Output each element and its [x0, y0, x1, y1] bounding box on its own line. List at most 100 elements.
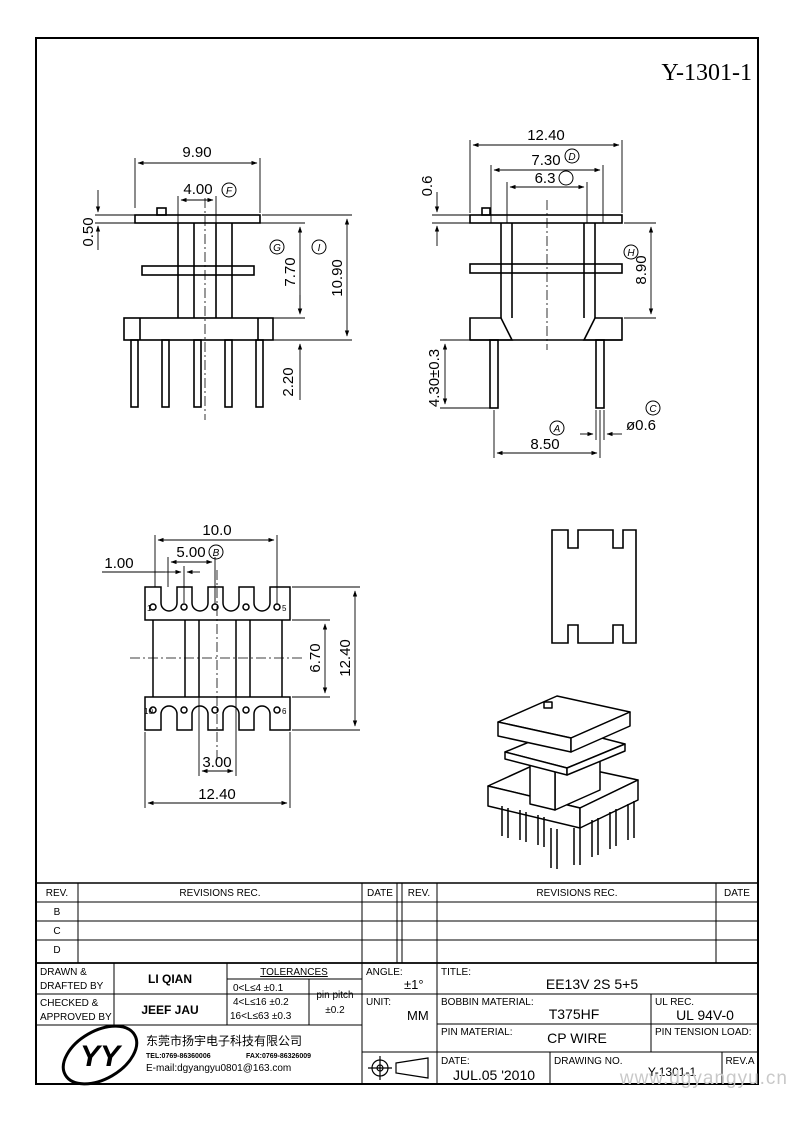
- dim-bottom-slot: 3.00: [202, 754, 231, 771]
- marker-c: C: [649, 404, 657, 415]
- marker-c-circle: [645, 400, 661, 416]
- company-email: E-mail:dgyangyu0801@163.com: [146, 1063, 291, 1074]
- marker-g-circle: [269, 239, 285, 255]
- front-view-dims: [432, 140, 656, 458]
- dim-side-height-inner: 7.70: [282, 257, 299, 286]
- rev-row-b: B: [54, 907, 61, 918]
- company-tel: TEL:0769-86360006: [146, 1053, 211, 1060]
- marker-e-circle: [558, 170, 574, 186]
- pin-tension-label: PIN TENSION LOAD:: [655, 1027, 752, 1038]
- pin-number-1: 1: [147, 604, 152, 613]
- side-view-dims: [95, 158, 352, 400]
- drawn-label-1: DRAWN &: [40, 967, 87, 978]
- dim-front-flange: 0.6: [419, 176, 436, 197]
- marker-f-circle: [221, 182, 237, 198]
- pin-number-5: 5: [282, 604, 287, 613]
- bobbin-label: BOBBIN MATERIAL:: [441, 997, 534, 1008]
- checked-label-2: APPROVED BY: [40, 1012, 112, 1023]
- drawing-no-value: Y-1301-1: [648, 1065, 697, 1079]
- bottom-view-centerlines: [130, 570, 305, 760]
- tolerance-1: 0<L≤4 ±0.1: [233, 983, 284, 994]
- dim-side-inner: 4.00: [183, 181, 212, 198]
- pin-material-label: PIN MATERIAL:: [441, 1027, 513, 1038]
- dim-side-width: 9.90: [182, 144, 211, 161]
- unit-value: MM: [407, 1008, 429, 1023]
- marker-a: A: [553, 424, 561, 435]
- tolerances-label: TOLERANCES: [260, 967, 328, 978]
- company-logo-letters: YY: [80, 1040, 123, 1073]
- marker-g: G: [273, 243, 281, 254]
- bobbin-value: T375HF: [549, 1006, 600, 1022]
- rev-row-d: D: [53, 945, 60, 956]
- front-view: [469, 207, 623, 409]
- date-header-right: DATE: [724, 888, 750, 899]
- unit-label: UNIT:: [366, 997, 391, 1008]
- marker-d-circle: [564, 148, 580, 164]
- marker-h-circle: [623, 244, 639, 260]
- pin-material-value: CP WIRE: [547, 1030, 607, 1046]
- ul-label: UL REC.: [655, 997, 694, 1008]
- marker-i: I: [318, 243, 321, 254]
- bottom-view: [144, 586, 291, 731]
- pin-number-10: 10: [144, 707, 153, 716]
- bottom-view-dims: [102, 535, 360, 808]
- ul-value: UL 94V-0: [676, 1007, 734, 1023]
- dim-front-width-mid: 7.30: [531, 152, 560, 169]
- drawn-label-2: DRAFTED BY: [40, 981, 104, 992]
- angle-label: ANGLE:: [366, 967, 403, 978]
- title-label: TITLE:: [441, 967, 471, 978]
- pin-pitch-label: pin pitch: [316, 990, 353, 1001]
- marker-h: H: [627, 248, 635, 259]
- dim-bottom-height: 12.40: [337, 639, 354, 677]
- revisions-table: [35, 882, 759, 964]
- marker-a-circle: [549, 420, 565, 436]
- tolerance-2: 4<L≤16 ±0.2: [233, 997, 289, 1008]
- angle-value: ±1°: [404, 977, 424, 992]
- marker-b: B: [213, 548, 220, 559]
- isometric-view: [487, 695, 639, 869]
- rev-row-c: C: [53, 926, 60, 937]
- date-value: JUL.05 '2010: [453, 1067, 535, 1083]
- pin-pitch-value: ±0.2: [325, 1005, 345, 1016]
- dim-front-width-core: 6.3: [535, 170, 556, 187]
- clip-view: [551, 529, 637, 644]
- marker-d: D: [568, 152, 575, 163]
- checked-label-1: CHECKED &: [40, 998, 99, 1009]
- pin-number-6: 6: [282, 707, 287, 716]
- drawing-no-label: DRAWING NO.: [554, 1056, 623, 1067]
- tolerance-3: 16<L≤63 ±0.3: [230, 1011, 292, 1022]
- marker-b-circle: [208, 544, 224, 560]
- dim-bottom-pin-pitch: 1.00: [104, 555, 133, 572]
- dim-front-height: 8.90: [633, 255, 650, 284]
- dim-pin-dia: ø0.6: [626, 417, 656, 434]
- rev-header-left: REV.: [46, 888, 68, 899]
- dim-side-flange: 0.50: [80, 217, 97, 246]
- company-fax: FAX:0769-86326009: [246, 1053, 311, 1060]
- dim-bottom-total: 10.0: [202, 522, 231, 539]
- dim-front-pin-span: 8.50: [530, 436, 559, 453]
- date-label: DATE:: [441, 1056, 470, 1067]
- projection-symbol-icon: [368, 1056, 429, 1080]
- rec-header-right: REVISIONS REC.: [536, 888, 617, 899]
- watermark: www.dgyangyu.cn: [619, 1068, 788, 1089]
- dim-front-pin-len: 4.30±0.3: [426, 349, 443, 407]
- dim-side-pin-standoff: 2.20: [280, 367, 297, 396]
- dim-bottom-pitch2: 5.00: [176, 544, 205, 561]
- rev-label: REV.A: [725, 1056, 754, 1067]
- title-block: [35, 962, 759, 1085]
- marker-f: F: [226, 186, 233, 197]
- dim-bottom-width: 12.40: [198, 786, 236, 803]
- title-value: EE13V 2S 5+5: [546, 976, 638, 992]
- checked-name: JEEF JAU: [141, 1003, 198, 1017]
- rec-header-left: REVISIONS REC.: [179, 888, 260, 899]
- company-name: 东莞市扬宇电子科技有限公司: [146, 1033, 302, 1048]
- side-view: [123, 207, 274, 408]
- dim-front-width: 12.40: [527, 127, 565, 144]
- company-logo: YY: [61, 1024, 139, 1086]
- drawn-name: LI QIAN: [148, 972, 192, 986]
- rev-header-right: REV.: [408, 888, 430, 899]
- dim-side-height-total: 10.90: [329, 259, 346, 297]
- marker-i-circle: [311, 239, 327, 255]
- drawing-id-header: Y-1301-1: [661, 60, 752, 86]
